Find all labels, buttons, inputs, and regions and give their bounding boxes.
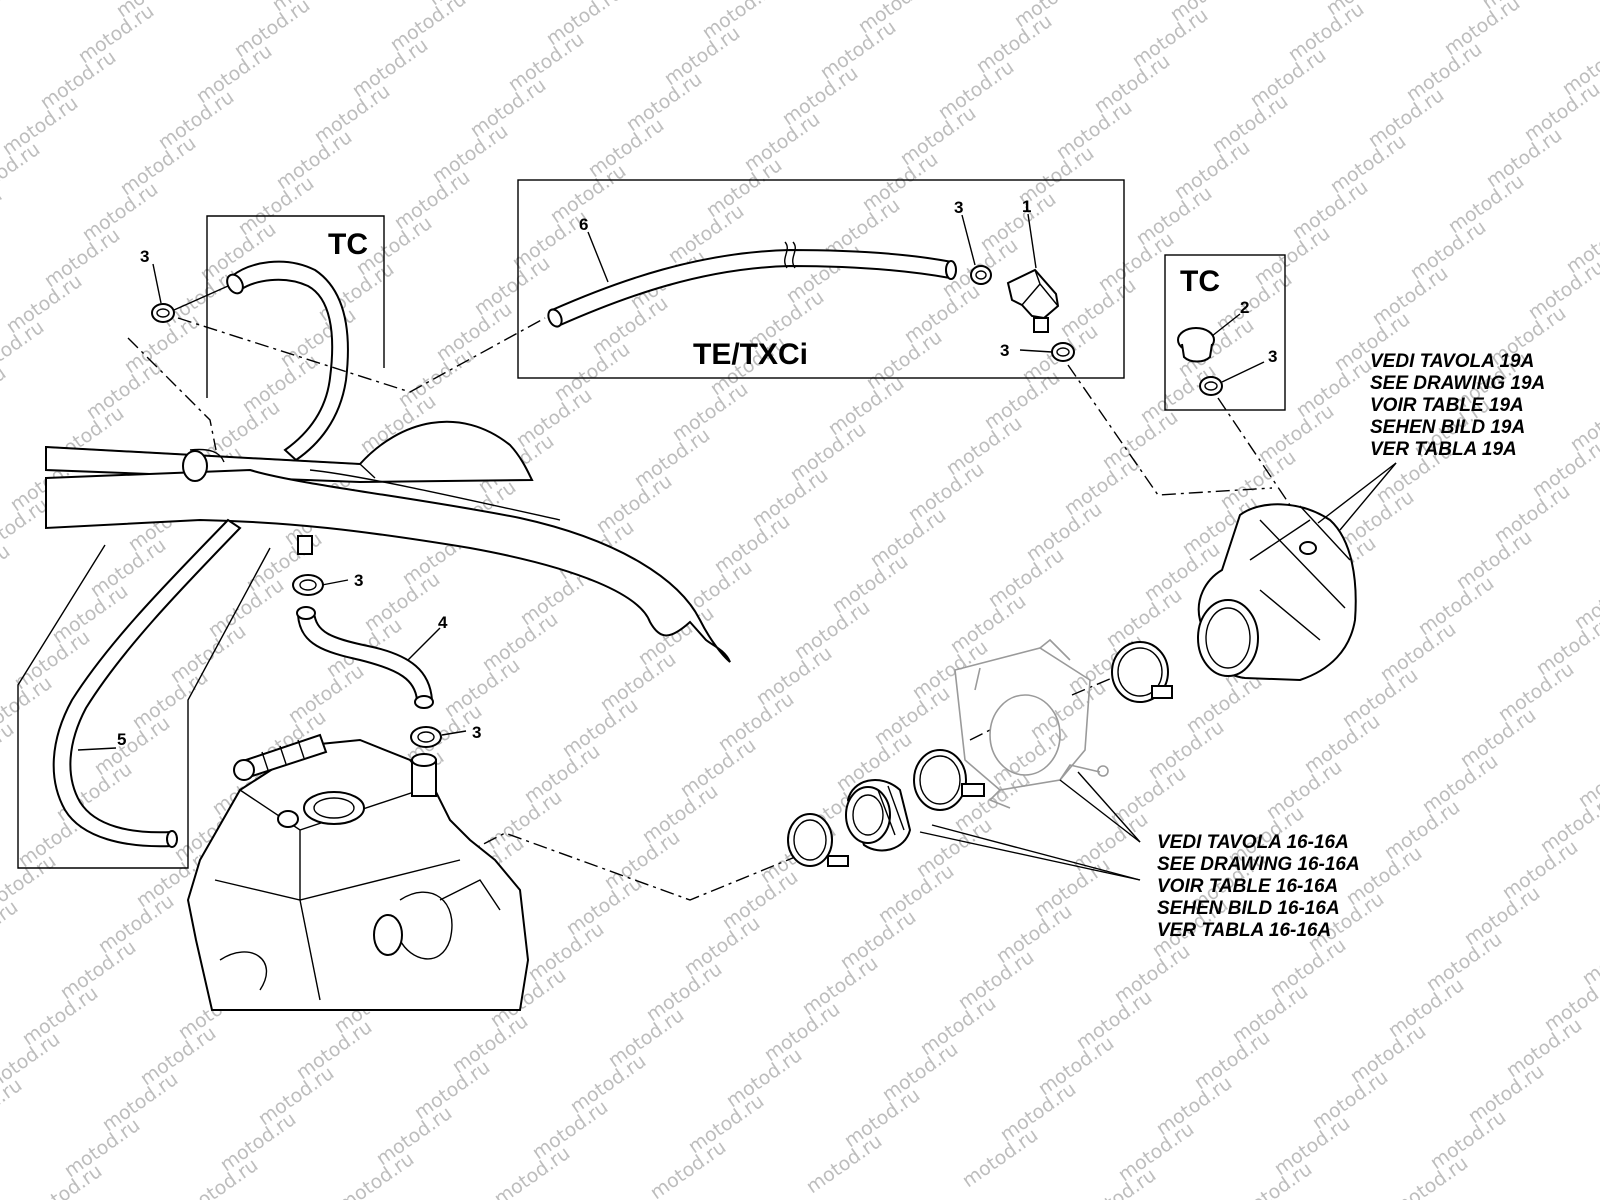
hose-clamp-left [151,303,175,323]
callout-3-te-lower: 3 [1000,341,1009,360]
hose-clamp-mid-lower [410,726,442,748]
throttle-body [954,638,1109,809]
watermark-text: motod.ru [0,718,18,786]
engine-cylinder-head [186,733,530,1011]
blanking-plug [1177,327,1215,363]
callout-3-mid-upper: 3 [354,571,363,590]
intake-clamp-mid [913,749,985,811]
hose-clamp-te [970,265,992,285]
callout-6: 6 [579,215,588,234]
watermark-text: motod.ru [1596,0,1600,54]
hose-4-assembly: 3 4 3 [292,571,481,748]
watermark-text: motod.ru [0,362,10,430]
hose-5-panel: 5 [17,518,271,869]
watermark-text: motod.ru [0,896,22,964]
elbow-connector [1006,268,1060,333]
ref-16-fr: VOIR TABLE 16-16A [1157,876,1338,897]
hose-clamp-mid-upper [292,574,324,596]
reference-19a: VEDI TAVOLA 19A SEE DRAWING 19A VOIR TAB… [1370,351,1545,460]
watermark-text: motod.ru [0,6,2,74]
hose-clamp-tc-right [1199,376,1223,396]
intake-clamp-small [787,813,849,867]
watermark-text: motod.ru [0,540,14,608]
ref-16-de: SEHEN BILD 16-16A [1157,898,1340,919]
tc-left-title: TC [328,228,368,261]
watermark-text: motod.ru [1284,0,1368,66]
ref-19a-it: VEDI TAVOLA 19A [1370,351,1534,372]
te-txci-title: TE/TXCi [693,338,808,371]
hose-clamp-te-lower [1051,342,1075,362]
intake-clamp-large [1111,641,1173,703]
ref-16-en: SEE DRAWING 16-16A [1157,854,1360,875]
ref-19a-de: SEHEN BILD 19A [1370,417,1525,438]
callout-3-mid-lower: 3 [472,723,481,742]
ref-19a-es: VER TABLA 19A [1370,439,1517,460]
frame-section [45,420,731,663]
callout-1: 1 [1022,197,1031,216]
ref-19a-fr: VOIR TABLE 19A [1370,395,1524,416]
callout-4: 4 [438,613,448,632]
ref-19a-en: SEE DRAWING 19A [1370,373,1545,394]
callout-5: 5 [117,730,126,749]
ref-16-it: VEDI TAVOLA 16-16A [1157,832,1349,853]
callout-3-te-top: 3 [954,198,963,217]
reference-16-16a: VEDI TAVOLA 16-16A SEE DRAWING 16-16A VO… [1157,832,1360,941]
callout-3-tc-right: 3 [1268,347,1277,366]
tc-right-title: TC [1180,265,1220,298]
watermark-text: motod.ru [0,184,6,252]
te-txci-box: TE/TXCi 6 3 1 3 [517,179,1125,379]
intake-manifold-rubber [845,779,912,852]
watermark-text: motod.ru [0,0,40,28]
tc-right-box: TC 2 3 [1164,254,1286,411]
callout-3-tc-left: 3 [140,247,149,266]
ref-16-es: VER TABLA 16-16A [1157,920,1331,941]
watermark-text: motod.ru [0,1074,26,1142]
air-filter-boot [1197,503,1357,682]
callout-2: 2 [1240,298,1249,317]
tc-left-box: TC 3 [140,215,385,462]
reference-leaders [919,462,1397,881]
leader-lines [127,317,1301,901]
